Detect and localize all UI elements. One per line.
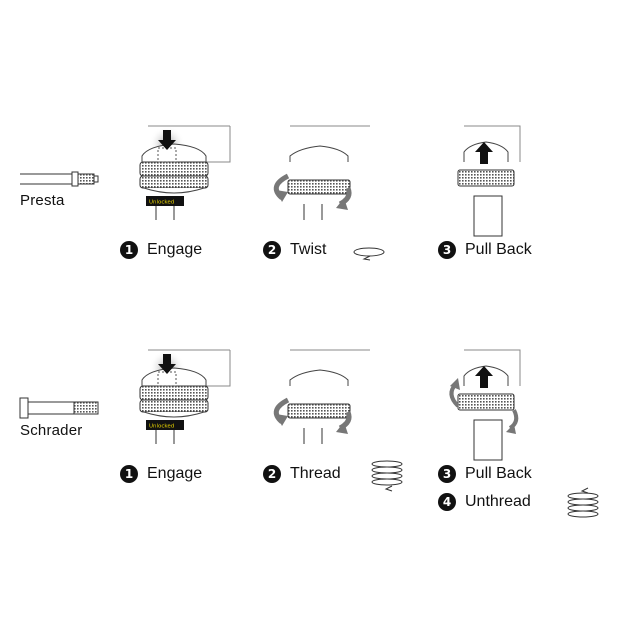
valve-name-presta: Presta — [20, 192, 65, 209]
up-arrow-icon — [475, 142, 493, 164]
schrader-step-3: 3 Pull Back — [438, 464, 532, 484]
schrader-engage-illustration: Unlocked — [100, 349, 240, 450]
step-label: Unthread — [465, 493, 531, 510]
presta-valve-icon — [20, 168, 100, 192]
step-number-badge: 2 — [263, 465, 281, 483]
schrader-valve-icon — [19, 396, 100, 420]
schrader-step-4: 4 Unthread — [438, 492, 531, 512]
step-label: Twist — [290, 241, 327, 258]
presta-step-1: 1 Engage — [120, 240, 202, 260]
step-number-badge: 3 — [438, 241, 456, 259]
valve-name-schrader: Schrader — [20, 422, 83, 439]
step-number-badge: 1 — [120, 465, 138, 483]
schrader-step-1: 1 Engage — [120, 464, 202, 484]
step-number-badge: 4 — [438, 493, 456, 511]
step-label: Thread — [290, 465, 341, 482]
unlocked-indicator: Unlocked — [149, 200, 174, 206]
thread-coil-icon — [370, 460, 404, 492]
up-arrow-icon — [475, 366, 493, 388]
presta-step-2: 2 Twist — [263, 240, 326, 260]
step-label: Pull Back — [465, 241, 532, 258]
schrader-step-2: 2 Thread — [263, 464, 341, 484]
down-arrow-icon — [158, 130, 176, 150]
step-label: Engage — [147, 241, 203, 258]
presta-step-3: 3 Pull Back — [438, 240, 532, 260]
presta-pullback-illustration — [420, 125, 560, 237]
twist-icon — [352, 246, 388, 261]
unlocked-indicator: Unlocked — [149, 424, 174, 430]
step-label: Pull Back — [465, 465, 532, 482]
schrader-thread-illustration — [240, 349, 380, 450]
schrader-pullback-illustration — [420, 349, 560, 461]
step-label: Engage — [147, 465, 203, 482]
step-number-badge: 1 — [120, 241, 138, 259]
unthread-coil-icon — [566, 487, 600, 520]
presta-engage-illustration: Unlocked — [100, 125, 240, 226]
step-number-badge: 2 — [263, 241, 281, 259]
down-arrow-icon — [158, 354, 176, 374]
presta-twist-illustration — [240, 125, 380, 226]
step-number-badge: 3 — [438, 465, 456, 483]
